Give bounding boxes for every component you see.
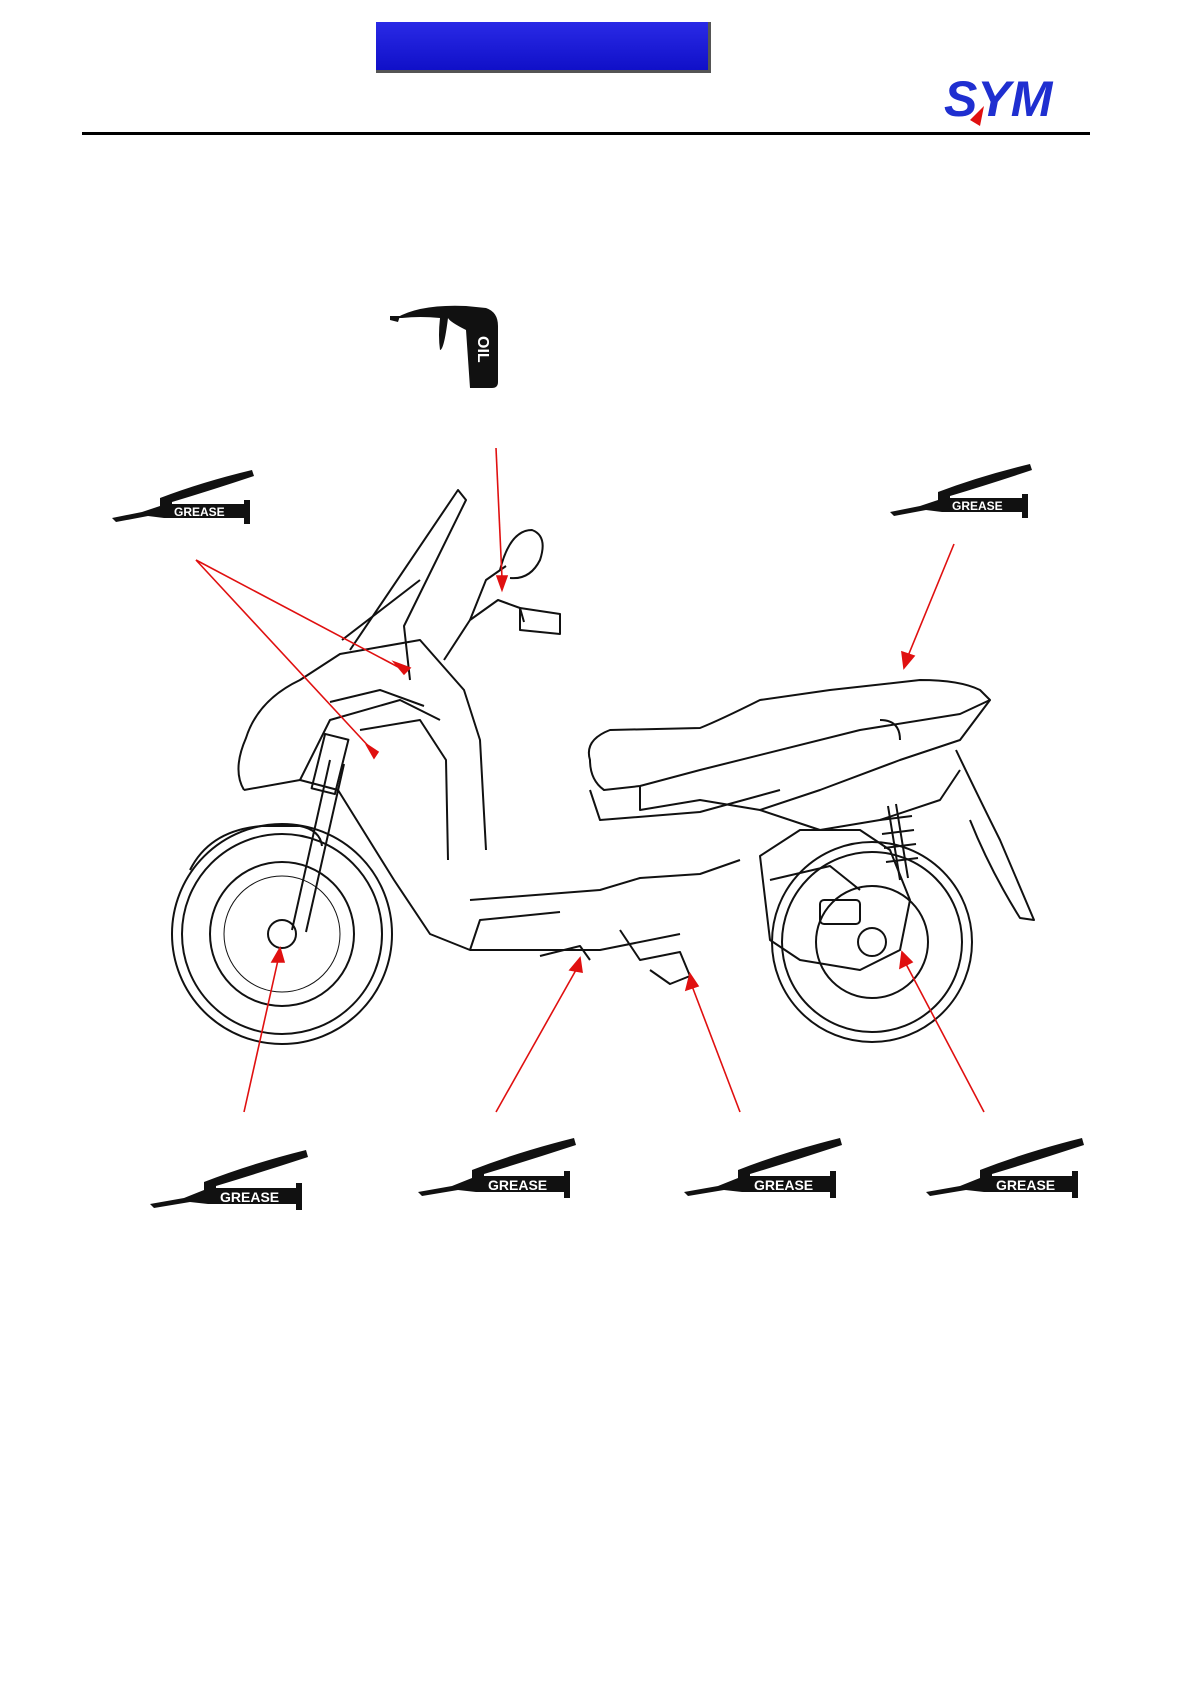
grease-gun-icon-main-stand: GREASE bbox=[684, 1138, 842, 1198]
grease-label: GREASE bbox=[174, 505, 225, 519]
grease-label: GREASE bbox=[220, 1189, 279, 1205]
grease-label: GREASE bbox=[996, 1177, 1055, 1193]
grease-gun-icon-rear-wheel: GREASE bbox=[926, 1138, 1084, 1198]
grease-gun-icon-seat-latch: GREASE bbox=[890, 464, 1032, 518]
grease-gun-icon-front-wheel: GREASE bbox=[150, 1150, 308, 1210]
grease-gun-icon-side-stand: GREASE bbox=[418, 1138, 576, 1198]
grease-label: GREASE bbox=[488, 1177, 547, 1193]
grease-gun-icon-front-cowl: GREASE bbox=[112, 470, 254, 524]
oil-label: OIL bbox=[474, 336, 491, 363]
grease-label: GREASE bbox=[754, 1177, 813, 1193]
oil-can-icon: OIL bbox=[390, 306, 498, 388]
grease-label: GREASE bbox=[952, 499, 1003, 513]
